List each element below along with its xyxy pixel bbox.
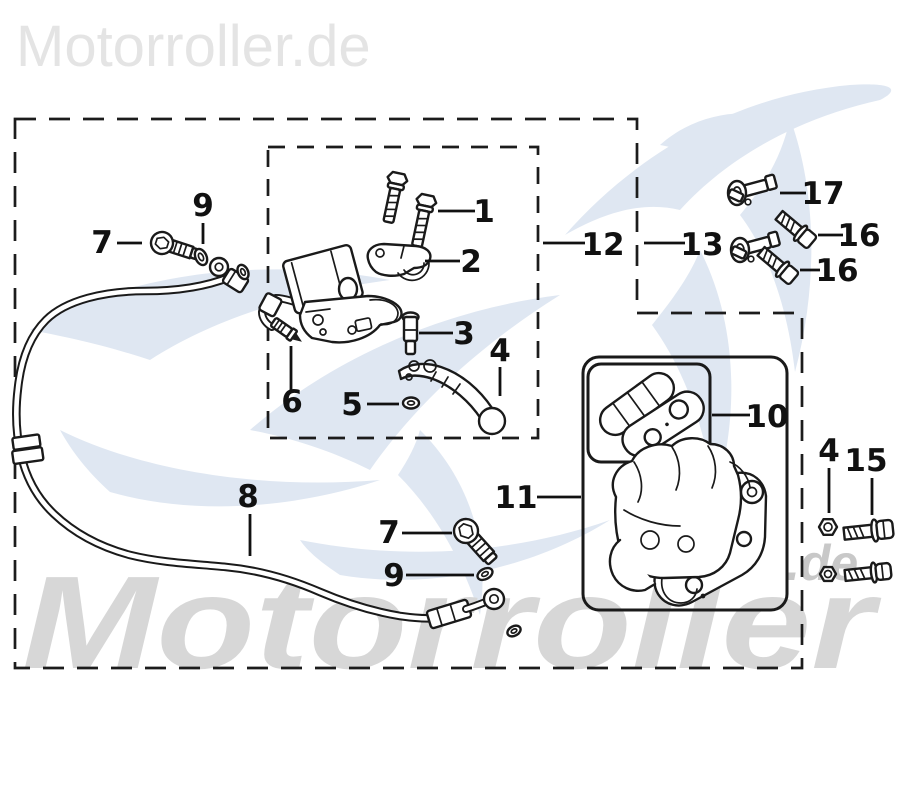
callout-16-upper: 16 bbox=[818, 218, 881, 254]
part-mounting-bolt-1a bbox=[382, 170, 409, 224]
callout-9-upper: 9 bbox=[192, 188, 214, 244]
part-oring-9-lower bbox=[476, 566, 494, 582]
callout-label-16-upper: 16 bbox=[837, 218, 880, 254]
part-brake-pads-10 bbox=[598, 371, 705, 458]
callout-7-upper: 7 bbox=[91, 225, 142, 261]
callout-6: 6 bbox=[281, 346, 303, 420]
part-oring-9-upper bbox=[193, 247, 209, 267]
hose-clamp-sleeve bbox=[11, 433, 45, 466]
callout-2: 2 bbox=[425, 244, 482, 280]
callout-label-6: 6 bbox=[281, 384, 303, 420]
callout-label-10: 10 bbox=[745, 399, 788, 435]
callout-label-11: 11 bbox=[494, 480, 537, 516]
callout-12: 12 bbox=[543, 227, 625, 263]
lever-assembly-boundary bbox=[266, 145, 540, 440]
part-bolt-15-upper bbox=[842, 518, 895, 543]
part-oring-lower-small bbox=[506, 624, 522, 638]
part-clip-5 bbox=[401, 396, 421, 410]
callout-7-lower: 7 bbox=[378, 515, 452, 551]
watermark-tld: .de bbox=[786, 535, 858, 591]
callout-label-4-lever: 4 bbox=[489, 333, 511, 369]
callout-16-lower: 16 bbox=[800, 253, 859, 289]
part-hose-clamp-17 bbox=[726, 173, 778, 207]
callout-3: 3 bbox=[419, 316, 475, 352]
part-bolt-16-upper bbox=[774, 209, 818, 250]
part-master-cylinder-12 bbox=[257, 244, 403, 344]
callout-label-17: 17 bbox=[801, 176, 844, 212]
part-oring-upper-small bbox=[236, 263, 250, 281]
callout-label-9-lower: 9 bbox=[383, 558, 405, 594]
caliper-assembly-box-11 bbox=[581, 355, 789, 612]
callout-label-1: 1 bbox=[473, 194, 495, 230]
outer-assembly-boundary bbox=[13, 117, 804, 670]
part-banjo-bolt-7-lower bbox=[452, 517, 498, 566]
callout-label-3: 3 bbox=[453, 316, 475, 352]
callout-label-13: 13 bbox=[680, 227, 723, 263]
callout-label-2: 2 bbox=[460, 244, 482, 280]
callout-label-15: 15 bbox=[844, 443, 887, 479]
part-screw-6 bbox=[269, 317, 302, 342]
callout-label-7-upper: 7 bbox=[91, 225, 113, 261]
callout-15: 15 bbox=[844, 443, 888, 515]
part-brake-caliper bbox=[608, 437, 768, 607]
callout-11: 11 bbox=[494, 480, 581, 516]
part-banjo-bolt-7-upper bbox=[149, 230, 201, 261]
hose-upper-fitting bbox=[208, 256, 250, 294]
part-brake-lever-4 bbox=[397, 359, 507, 436]
callout-10: 10 bbox=[712, 399, 789, 435]
callout-4-lever: 4 bbox=[489, 333, 511, 396]
callout-label-12: 12 bbox=[581, 227, 624, 263]
part-mounting-bolt-1b bbox=[411, 192, 438, 248]
part-bolt-15-lower bbox=[843, 561, 893, 584]
part-handlebar-clamp-2 bbox=[366, 242, 432, 282]
callout-17: 17 bbox=[780, 176, 845, 212]
callout-label-8: 8 bbox=[237, 479, 259, 515]
callout-label-16-lower: 16 bbox=[815, 253, 858, 289]
callout-label-4-right: 4 bbox=[818, 433, 840, 469]
part-bolt-16-lower bbox=[756, 245, 800, 286]
callout-8: 8 bbox=[237, 479, 259, 556]
callout-9-lower: 9 bbox=[383, 558, 474, 594]
callout-4-right: 4 bbox=[818, 433, 840, 513]
part-piston-3 bbox=[401, 311, 420, 356]
callout-13: 13 bbox=[644, 227, 724, 263]
part-brake-hose-8 bbox=[11, 256, 506, 630]
callout-5: 5 bbox=[341, 387, 399, 423]
part-washer-4-lower bbox=[818, 565, 838, 583]
callout-1: 1 bbox=[438, 194, 495, 230]
hose-lower-fitting bbox=[425, 587, 506, 630]
callout-label-9-upper: 9 bbox=[192, 188, 214, 224]
part-washer-4-upper bbox=[817, 518, 839, 536]
callout-label-7-lower: 7 bbox=[378, 515, 400, 551]
part-hose-clamp-13 bbox=[729, 230, 781, 264]
callout-label-5: 5 bbox=[341, 387, 363, 423]
site-logo-text: Motorroller.de bbox=[16, 14, 371, 79]
